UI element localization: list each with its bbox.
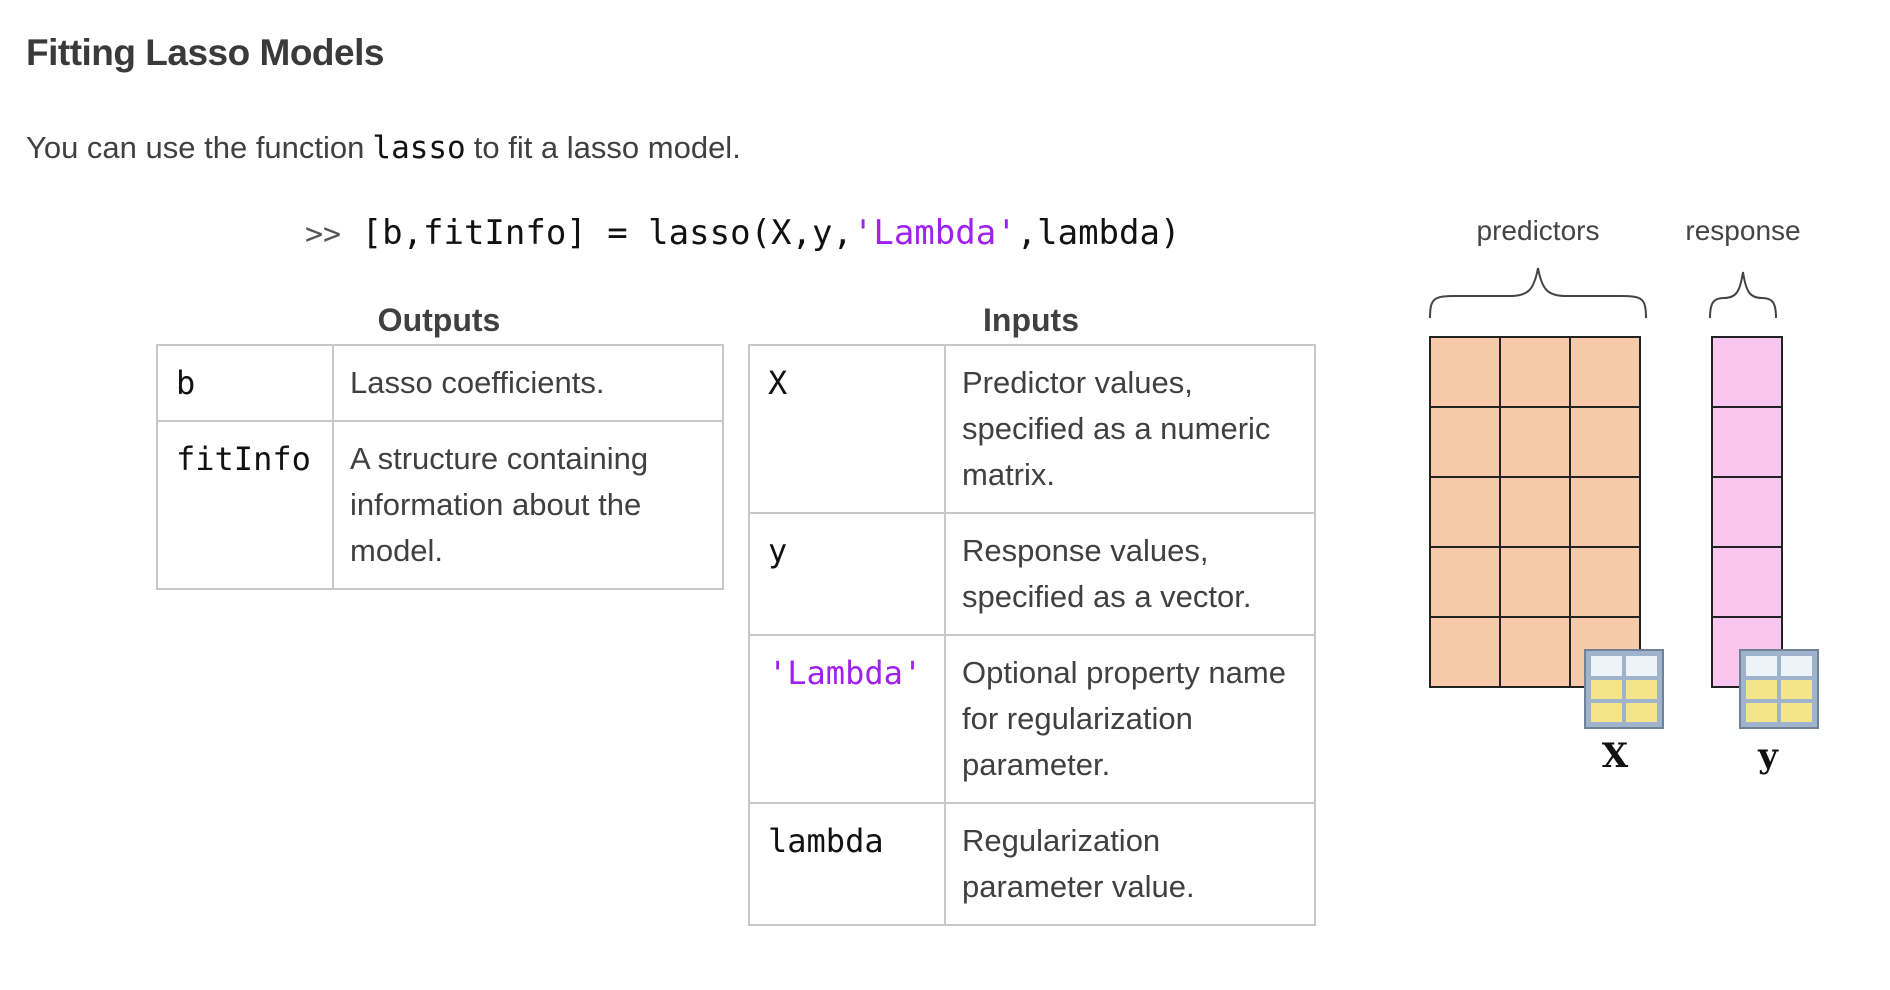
matrix-cell <box>1499 406 1571 478</box>
output-name: fitInfo <box>156 420 334 590</box>
response-vector <box>1711 336 1783 688</box>
matrix-cell <box>1499 616 1571 688</box>
output-description: A structure containing information about… <box>332 420 724 590</box>
function-name: lasso <box>372 130 466 166</box>
code-call: [b,fitInfo] = lasso(X,y, <box>361 213 853 253</box>
input-description: Response values, specified as a vector. <box>944 512 1316 636</box>
table-icon <box>1584 649 1664 729</box>
matrix-cell <box>1429 546 1501 618</box>
table-row: X Predictor values, specified as a numer… <box>748 344 1316 514</box>
y-variable-label: y <box>1757 736 1779 776</box>
vector-cell <box>1711 336 1783 408</box>
predictors-brace <box>1429 267 1647 319</box>
output-description: Lasso coefficients. <box>332 344 724 422</box>
vector-cell <box>1711 546 1783 618</box>
inputs-caption: Inputs <box>983 302 1079 338</box>
table-row: y Response values, specified as a vector… <box>748 512 1316 636</box>
vector-cell <box>1711 406 1783 478</box>
table-row: b Lasso coefficients. <box>156 344 724 422</box>
matrix-cell <box>1429 336 1501 408</box>
input-description: Optional property name for regularizatio… <box>944 634 1316 804</box>
input-name: y <box>748 512 946 636</box>
outputs-caption: Outputs <box>377 302 501 338</box>
vector-cell <box>1711 476 1783 548</box>
table-row: 'Lambda' Optional property name for regu… <box>748 634 1316 804</box>
matrix-cell <box>1429 616 1501 688</box>
code-example: >> [b,fitInfo] = lasso(X,y,'Lambda',lamb… <box>305 213 1180 253</box>
output-name: b <box>156 344 334 422</box>
matrix-cell <box>1499 476 1571 548</box>
input-name: lambda <box>748 802 946 926</box>
matrix-cell <box>1499 546 1571 618</box>
matrix-cell <box>1569 406 1641 478</box>
input-description: Predictor values, specified as a numeric… <box>944 344 1316 514</box>
code-call-end: ,lambda) <box>1016 213 1181 253</box>
data-matrix-diagram: predictors response X y <box>1429 215 1819 776</box>
matrix-cell <box>1429 476 1501 548</box>
input-description: Regularization parameter value. <box>944 802 1316 926</box>
command-prompt: >> <box>305 217 342 252</box>
response-brace <box>1709 271 1777 319</box>
table-row: lambda Regularization parameter value. <box>748 802 1316 926</box>
table-row: fitInfo A structure containing informati… <box>156 420 724 590</box>
outputs-table: b Lasso coefficients. fitInfo A structur… <box>156 344 724 590</box>
matrix-cell <box>1569 336 1641 408</box>
matrix-cell <box>1499 336 1571 408</box>
table-icon <box>1739 649 1819 729</box>
predictors-label: predictors <box>1477 215 1600 246</box>
input-name: X <box>748 344 946 514</box>
page-title: Fitting Lasso Models <box>26 32 384 73</box>
inputs-table: X Predictor values, specified as a numer… <box>748 344 1316 926</box>
response-label: response <box>1685 215 1800 246</box>
code-string-arg: 'Lambda' <box>852 213 1017 253</box>
matrix-cell <box>1569 476 1641 548</box>
x-variable-label: X <box>1602 736 1629 776</box>
intro-text-before: You can use the function <box>26 130 365 165</box>
matrix-cell <box>1429 406 1501 478</box>
intro-text-after: to fit a lasso model. <box>473 130 741 165</box>
input-name: 'Lambda' <box>748 634 946 804</box>
predictor-matrix <box>1429 336 1641 688</box>
matrix-cell <box>1569 546 1641 618</box>
